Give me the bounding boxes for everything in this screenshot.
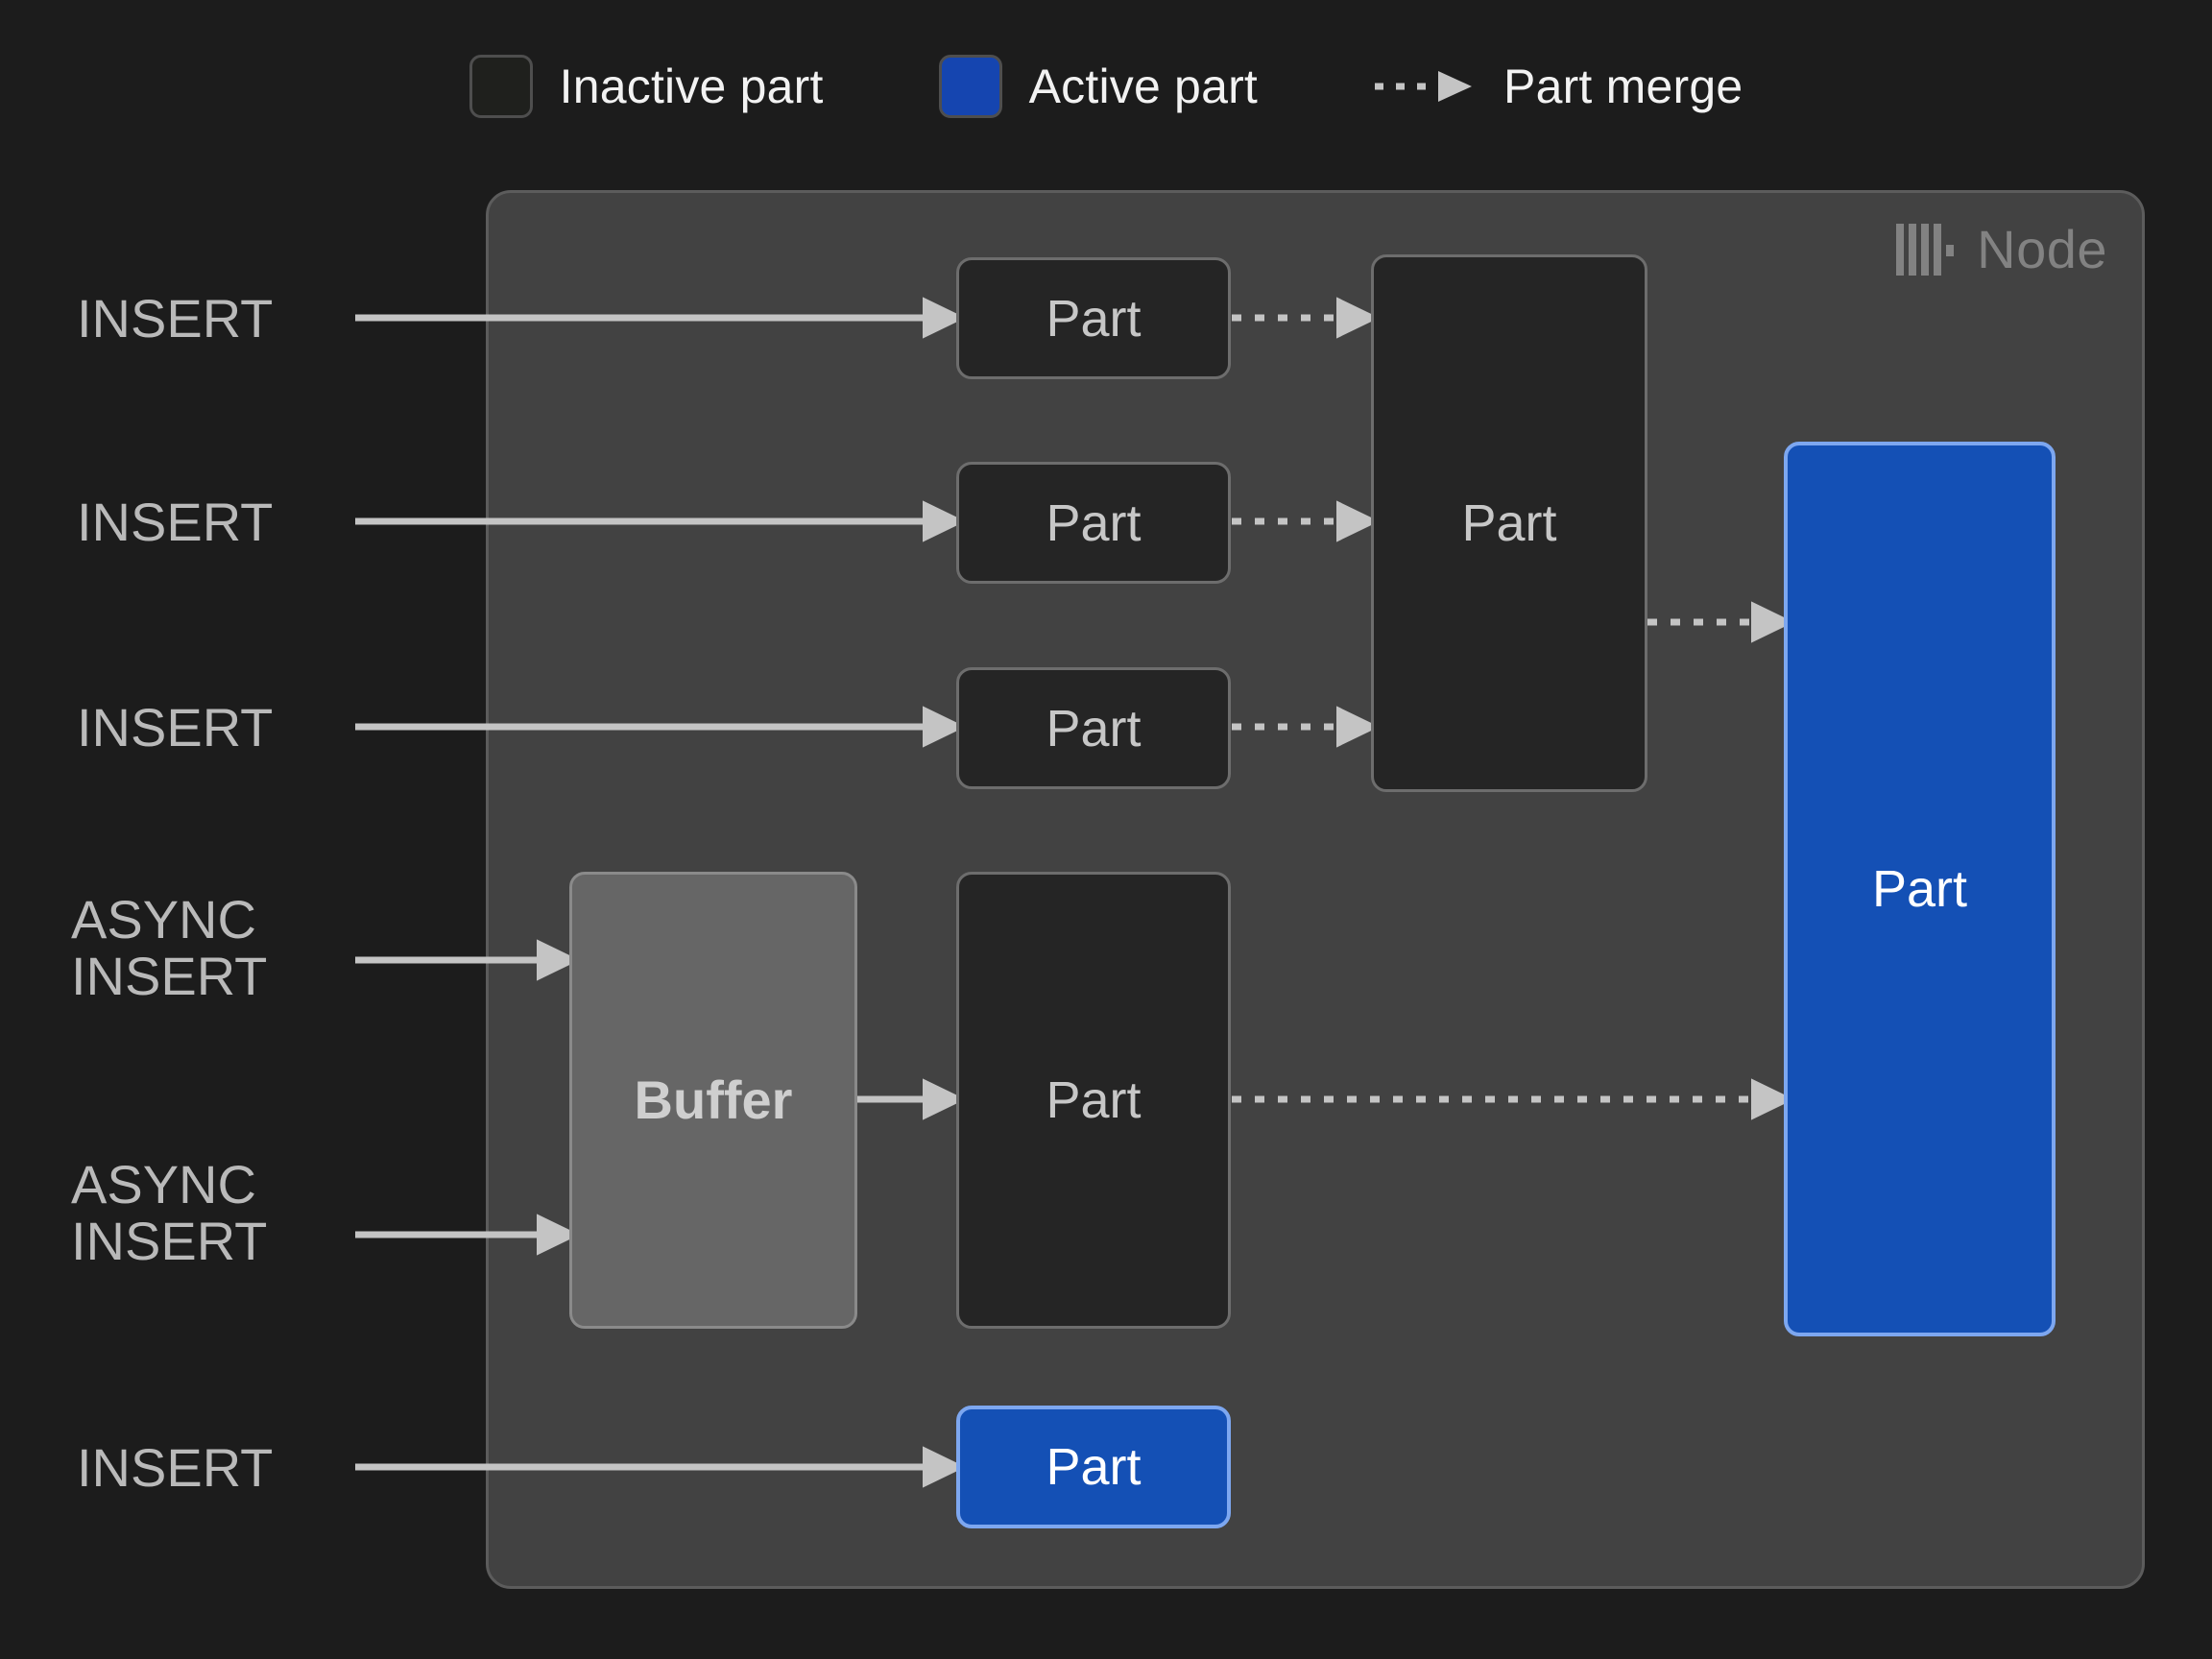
inactive-part-swatch (469, 55, 533, 118)
part-box-label: Part (1046, 1071, 1142, 1129)
source-label-async-insert-2: ASYNC INSERT (71, 1154, 268, 1272)
active-part-swatch (938, 55, 1002, 118)
part-box-label: Part (1046, 493, 1142, 552)
source-label-async-insert-1: ASYNC INSERT (71, 889, 268, 1007)
part-box-label: Part (1046, 289, 1142, 348)
dashed-arrow-icon (1375, 71, 1473, 102)
clickhouse-logo-icon (1896, 223, 1955, 276)
node-title-group: Node (1896, 218, 2107, 280)
legend-label-active-part: Active part (1028, 60, 1259, 113)
node-title-label: Node (1977, 219, 2107, 279)
part-box-row-3[interactable]: Part (956, 667, 1231, 789)
legend-item-active-part: Active part (938, 55, 1259, 118)
legend: Inactive part Active part Part merge (0, 40, 2212, 132)
source-label-insert-2: INSERT (77, 492, 274, 552)
legend-item-inactive-part: Inactive part (469, 55, 824, 118)
legend-spacer-1 (824, 86, 939, 87)
part-box-label: Part (1046, 699, 1142, 757)
source-label-insert-1: INSERT (77, 288, 274, 349)
part-box-label: Part (1461, 494, 1557, 552)
legend-label-part-merge: Part merge (1503, 60, 1743, 113)
legend-label-inactive-part: Inactive part (559, 60, 824, 113)
part-box-label: Part (1871, 860, 1968, 918)
buffer-box-label: Buffer (634, 1070, 793, 1130)
part-box-row-1[interactable]: Part (956, 257, 1231, 379)
legend-spacer-2 (1258, 86, 1373, 87)
part-box-row-2[interactable]: Part (956, 462, 1231, 584)
part-box-final-active[interactable]: Part (1784, 442, 2056, 1336)
part-box-label: Part (1046, 1438, 1142, 1496)
part-box-buffer-output[interactable]: Part (956, 872, 1231, 1329)
part-box-merged[interactable]: Part (1371, 254, 1647, 792)
source-label-insert-3: INSERT (77, 697, 274, 757)
part-box-direct-insert-active[interactable]: Part (956, 1406, 1231, 1528)
source-label-insert-4: INSERT (77, 1437, 274, 1498)
legend-item-part-merge: Part merge (1373, 59, 1743, 114)
buffer-box[interactable]: Buffer (569, 872, 857, 1329)
